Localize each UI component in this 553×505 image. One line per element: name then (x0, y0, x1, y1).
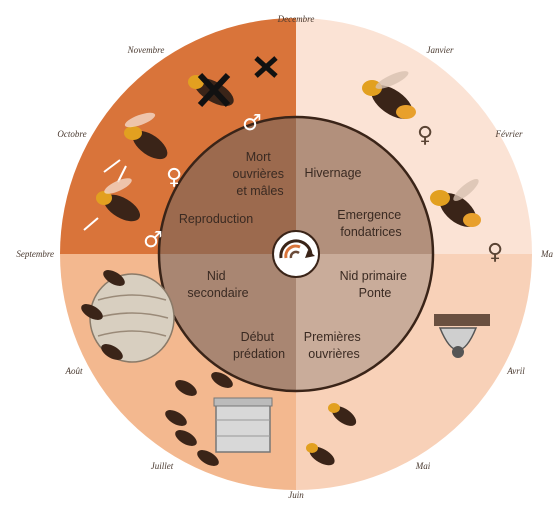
month-label-fevrier: Février (495, 129, 523, 139)
phase-primary-nest-laying: Nid primaire Ponte (340, 269, 411, 300)
male-symbol-novembre: ♂ (242, 111, 262, 136)
inner-ring (159, 117, 433, 391)
hornet-dead-novembre (188, 56, 278, 108)
primary-nest-illustration (434, 314, 490, 358)
phase-hibernation: Hivernage (305, 166, 362, 180)
inner-ring-border (157, 115, 435, 393)
month-label-mai: Mai (415, 461, 431, 471)
month-label-septembre: Septembre (16, 249, 54, 259)
hornet-male-october (103, 112, 168, 183)
phase-first-workers: Premières ouvrières (304, 330, 364, 361)
beehive-illustration (213, 397, 273, 453)
hornet-workers-aout (81, 270, 125, 360)
female-symbol-janvier: ♀ (417, 123, 433, 148)
female-symbol-fevrier: ♀ (487, 240, 503, 265)
hornet-queen-janvier (362, 71, 416, 119)
month-label-juin: Juin (288, 490, 304, 500)
phase-emergence-foundresses: Emergence fondatrices (337, 208, 404, 239)
phase-start-predation: Début prédation (233, 330, 285, 361)
female-symbol-octobre: ♀ (166, 165, 182, 190)
month-label-avril: Avril (506, 366, 525, 376)
month-label-juillet: Juillet (151, 461, 174, 471)
month-label-mars: Mar (540, 249, 553, 259)
month-labels: Decembre Janvier Février Mar Avril Mai J… (16, 14, 553, 500)
phase-labels: Mort ouvrières et mâles Reproduction Hiv… (179, 150, 411, 361)
hornet-workers-juillet (165, 372, 233, 466)
month-label-decembre: Decembre (277, 14, 315, 24)
month-label-octobre: Octobre (57, 129, 86, 139)
secondary-nest-illustration (89, 273, 175, 363)
phase-death-workers-males: Mort ouvrières et mâles (233, 150, 288, 198)
hornet-worker-avril (328, 403, 357, 426)
month-label-aout: Août (65, 366, 83, 376)
hornet-male-september (83, 178, 141, 231)
hornet-queen-fevrier (430, 179, 481, 227)
phase-secondary-nest: Nid secondaire (187, 269, 248, 300)
phase-reproduction: Reproduction (179, 212, 253, 226)
month-label-janvier: Janvier (427, 45, 454, 55)
male-symbol-septembre: ♂ (143, 228, 163, 253)
cycle-icon (272, 230, 320, 278)
hornet-worker-mai (306, 443, 335, 466)
month-label-novembre: Novembre (127, 45, 165, 55)
